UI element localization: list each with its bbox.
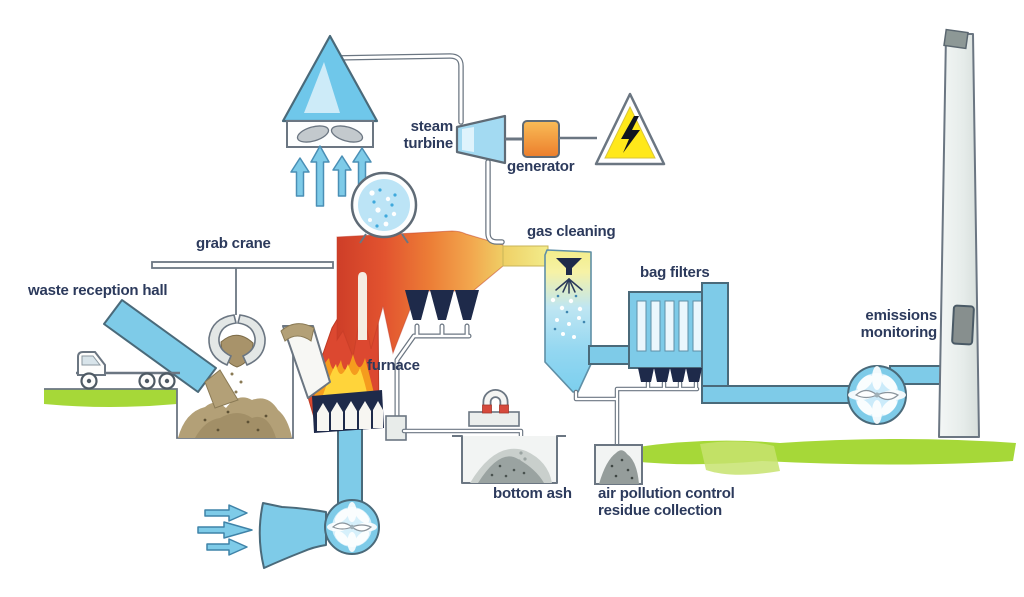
generator-box bbox=[522, 120, 560, 158]
label-gas-cleaning: gas cleaning bbox=[527, 223, 616, 240]
grab-claw-right bbox=[237, 314, 266, 367]
magnet-tip-left bbox=[482, 404, 492, 414]
label-bag-filters: bag filters bbox=[640, 264, 710, 281]
chimney-stack bbox=[938, 28, 980, 438]
boiler bbox=[336, 230, 504, 359]
induced-draft-fan bbox=[847, 365, 907, 425]
grass-right bbox=[618, 439, 1016, 475]
duct-to-fan bbox=[701, 385, 859, 404]
stack-cap-icon bbox=[943, 28, 969, 50]
spray-lines bbox=[555, 278, 583, 294]
fan-intake-horn bbox=[258, 502, 327, 569]
air-cooled-condenser bbox=[281, 34, 379, 207]
condenser-fan-icon bbox=[296, 125, 364, 143]
ash-speckles bbox=[490, 464, 526, 478]
air-up-arrows-icon bbox=[290, 145, 372, 207]
truck-tipper-bed bbox=[103, 299, 217, 393]
spray-dashes bbox=[553, 294, 586, 331]
waste-stream bbox=[204, 369, 239, 409]
turbine-highlight bbox=[462, 127, 474, 152]
drum-bubbles bbox=[368, 190, 397, 227]
grass-left bbox=[44, 389, 177, 407]
grab-crane bbox=[151, 261, 334, 394]
condenser-steam-pipe bbox=[330, 53, 464, 125]
ground-left bbox=[44, 334, 294, 439]
turbine-exhaust-pipe bbox=[485, 159, 505, 245]
label-grab-crane: grab crane bbox=[196, 235, 271, 252]
magnet-separator bbox=[468, 389, 520, 427]
bottom-ash-pit bbox=[452, 435, 566, 484]
chute-waste bbox=[280, 323, 315, 342]
truck-wheels bbox=[80, 372, 176, 390]
steam-turbine bbox=[455, 114, 507, 165]
label-apc-residue: air pollution control residue collection bbox=[598, 485, 735, 519]
flue-duct bbox=[502, 245, 549, 267]
boiler-gap bbox=[358, 272, 367, 340]
feed-chute bbox=[280, 323, 331, 399]
air-arrows-icon bbox=[197, 504, 253, 556]
furnace-grate-icon bbox=[312, 390, 384, 433]
spray-nozzle-icon bbox=[556, 258, 582, 275]
pit-outline bbox=[44, 334, 294, 439]
turbine-casing bbox=[455, 114, 507, 165]
label-waste-reception-hall: waste reception hall bbox=[28, 282, 168, 299]
truck-hubs bbox=[86, 378, 170, 384]
apc-residue-container bbox=[594, 444, 643, 485]
furnace-ash-elbow bbox=[385, 415, 407, 441]
apc-residue-pipes bbox=[573, 380, 700, 448]
waste-speckles bbox=[203, 410, 268, 432]
condenser-highlight bbox=[304, 62, 340, 113]
grab-drips bbox=[230, 372, 243, 394]
apc-speckles bbox=[610, 458, 634, 480]
stack-body bbox=[938, 33, 980, 438]
label-bottom-ash: bottom ash bbox=[493, 485, 572, 502]
primary-air-duct bbox=[337, 423, 363, 505]
apc-ash-pile bbox=[599, 450, 639, 484]
steam-drum bbox=[350, 171, 418, 244]
truck-window bbox=[81, 355, 102, 366]
fan-hub bbox=[874, 392, 880, 398]
magnet-tip-right bbox=[499, 404, 509, 414]
label-steam-turbine: steam turbine bbox=[403, 118, 454, 152]
label-furnace: furnace bbox=[367, 357, 420, 374]
label-emissions-monitoring: emissions monitoring bbox=[860, 307, 938, 341]
bagfilter-outlet-duct-vertical bbox=[701, 282, 729, 396]
primary-air-fan bbox=[197, 499, 380, 569]
absorber-outlet-duct bbox=[588, 345, 632, 365]
grab-claw-left bbox=[208, 314, 237, 367]
falling-ash bbox=[517, 451, 527, 463]
bag-filter-unit bbox=[628, 291, 714, 369]
magnet-body bbox=[484, 390, 507, 413]
spray-droplets bbox=[550, 297, 583, 339]
dump-truck bbox=[76, 299, 239, 409]
lightning-bolt-icon bbox=[621, 116, 640, 153]
spray-absorber bbox=[544, 249, 592, 393]
drum-dots bbox=[372, 188, 397, 228]
magnet-base bbox=[468, 411, 520, 427]
emissions-monitor-icon bbox=[951, 304, 975, 346]
electricity-warning-icon bbox=[594, 92, 666, 166]
furnace-flames-icon bbox=[314, 354, 375, 398]
ash-mound bbox=[478, 456, 544, 483]
crane-rail bbox=[151, 261, 334, 269]
bagfilter-hopper-cones-icon bbox=[638, 368, 702, 382]
boiler-hopper-cones-icon bbox=[405, 290, 479, 320]
boiler-ash-pipes bbox=[394, 323, 472, 420]
fan-hub bbox=[349, 524, 355, 530]
waste-pile-shade bbox=[195, 413, 276, 438]
label-generator: generator bbox=[507, 158, 575, 175]
waste-pit bbox=[178, 397, 292, 438]
